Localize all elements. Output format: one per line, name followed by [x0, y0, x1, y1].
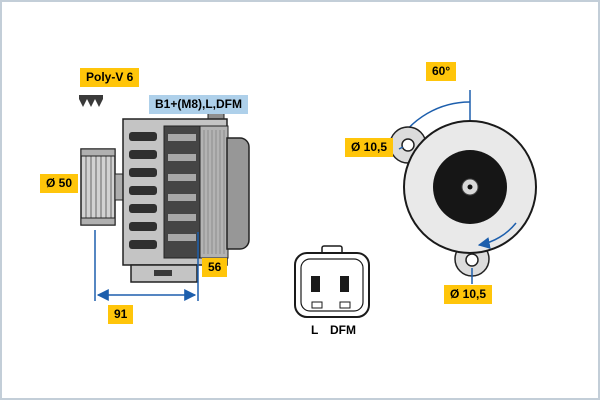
mounting-hole-bottom [465, 253, 479, 267]
angle-label: 60° [426, 62, 457, 81]
mounting-foot [130, 264, 198, 283]
connector-housing [294, 252, 370, 318]
belt-type-label: Poly-V 6 [80, 68, 140, 87]
shaft-center-dot [467, 184, 473, 190]
shaft [114, 173, 124, 201]
alternator-side-view [79, 95, 250, 301]
connector-pin-l-label: L [311, 323, 319, 337]
dimension-91 [94, 230, 199, 301]
connector-pin-l [311, 276, 320, 292]
length-dimension-label: 91 [108, 305, 134, 324]
connector-view [294, 245, 370, 318]
connector-notch-right [339, 301, 351, 309]
rear-cap [226, 137, 250, 250]
connector-notch-left [311, 301, 323, 309]
cooling-vents-front [129, 132, 157, 249]
rotation-arrow [477, 222, 517, 249]
rear-fins [199, 125, 229, 259]
hole-bottom-diameter-label: Ø 10,5 [444, 285, 493, 304]
belt-icon [79, 95, 103, 107]
terminal-label: B1+(M8),L,DFM [149, 95, 248, 114]
depth-dimension-label: 56 [202, 258, 228, 277]
hole-top-diameter-label: Ø 10,5 [345, 138, 394, 157]
pulley-diameter-label: Ø 50 [40, 174, 79, 193]
mounting-hole-top [401, 138, 415, 152]
connector-pin-dfm [340, 276, 349, 292]
alternator-body [122, 118, 250, 266]
cooling-vents-middle [163, 125, 201, 259]
pulley [80, 148, 116, 226]
connector-pin-dfm-label: DFM [330, 323, 356, 337]
alternator-front-view [389, 90, 537, 284]
leader-hole-top [398, 146, 404, 150]
connector-inner-wall [300, 258, 364, 312]
